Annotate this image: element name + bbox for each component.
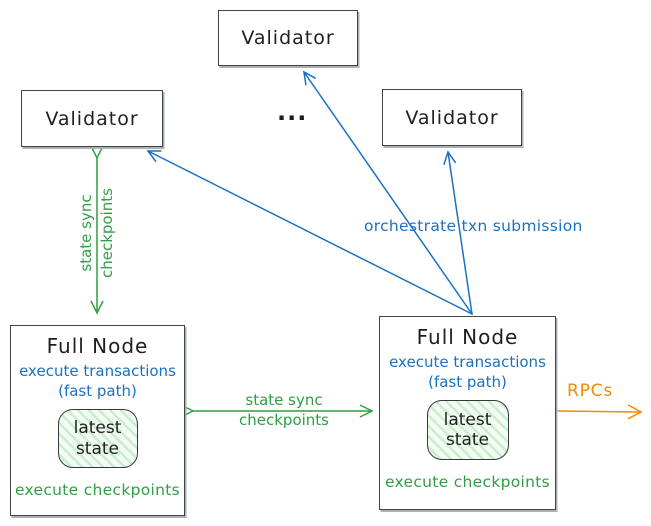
- full-node-right-fast-path: execute transactions (fast path): [389, 353, 546, 392]
- latest-state-line1: latest: [73, 418, 122, 439]
- full-node-right-title: Full Node: [416, 325, 519, 349]
- full-node-box-left: Full Node execute transactions (fast pat…: [10, 325, 185, 516]
- latest-state-line2: state: [445, 430, 490, 450]
- orchestrate-txn-label: orchestrate txn submission: [364, 217, 583, 235]
- state-sync-horizontal-label: state sync checkpoints: [222, 390, 346, 430]
- full-node-box-right: Full Node execute transactions (fast pat…: [379, 316, 556, 510]
- validator-box-left: Validator: [21, 90, 163, 147]
- latest-state-line1: latest: [443, 409, 492, 430]
- fast-path-line2: (fast path): [428, 372, 507, 391]
- full-node-left-title: Full Node: [46, 334, 149, 358]
- validator-top-label: Validator: [241, 27, 335, 49]
- rpc-label: RPCs: [567, 381, 613, 401]
- full-node-right-checkpoints: execute checkpoints: [384, 473, 551, 491]
- validator-right-label: Validator: [405, 106, 499, 129]
- fast-path-line1: execute transactions: [389, 353, 546, 371]
- validator-left-label: Validator: [45, 107, 139, 130]
- fast-path-line2: (fast path): [58, 381, 137, 400]
- state-sync-vertical-line2: checkpoints: [98, 188, 116, 278]
- full-node-left-checkpoints: execute checkpoints: [14, 481, 181, 499]
- fast-path-line1: execute transactions: [19, 362, 176, 380]
- state-sync-horizontal-line1: state sync: [245, 391, 323, 409]
- txn-arrow-to-right-validator: [443, 150, 473, 315]
- state-sync-vertical-line1: state sync: [77, 194, 95, 272]
- latest-state-box-left: latest state: [57, 409, 138, 468]
- txn-arrow-to-top-validator: [303, 70, 473, 315]
- latest-state-box-right: latest state: [426, 400, 509, 460]
- state-sync-horizontal-line2: checkpoints: [239, 411, 329, 429]
- full-node-left-fast-path: execute transactions (fast path): [19, 362, 176, 401]
- validators-ellipsis: ...: [277, 98, 308, 126]
- validator-box-top: Validator: [218, 10, 358, 66]
- rpc-arrow: [557, 404, 643, 420]
- latest-state-line2: state: [75, 438, 120, 459]
- txn-arrow-to-left-validator: [146, 150, 473, 315]
- validator-box-right: Validator: [382, 89, 522, 146]
- state-sync-vertical-label: state sync checkpoints: [76, 158, 120, 308]
